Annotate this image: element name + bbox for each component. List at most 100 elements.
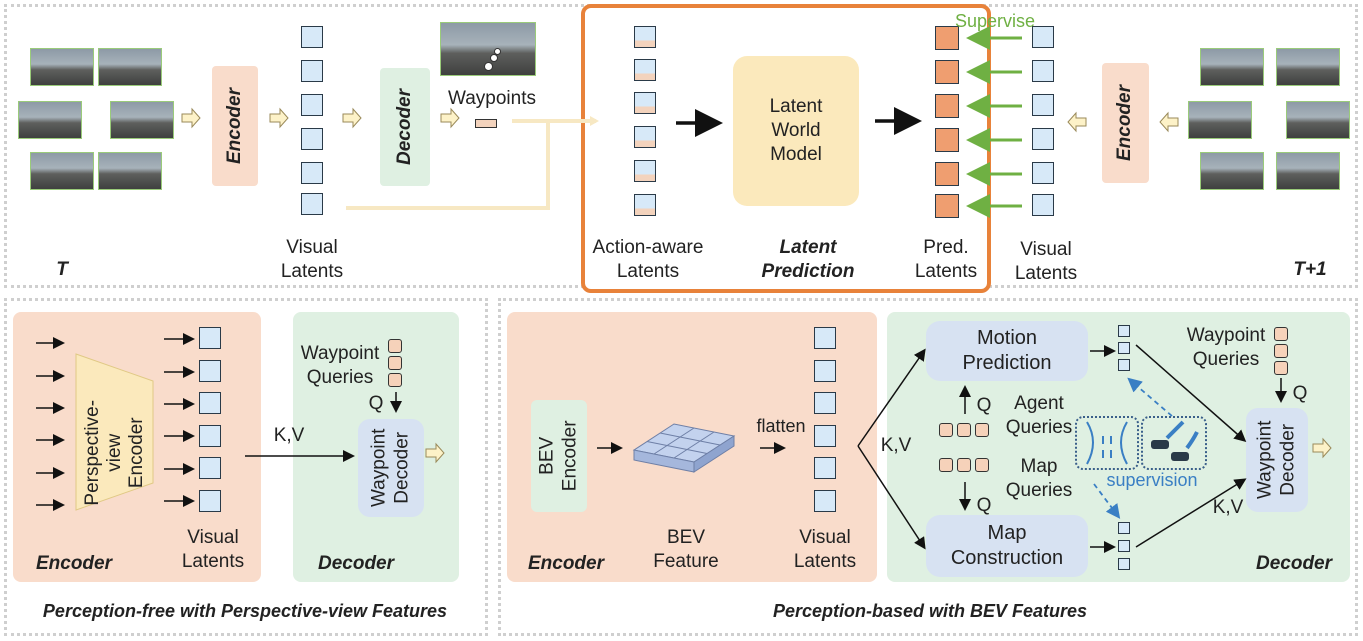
bev-feature-grid — [632, 423, 736, 473]
map-construction-block: Map Construction — [926, 515, 1088, 577]
kv-label: K,V — [1212, 497, 1244, 518]
visual-latent — [199, 457, 221, 479]
map-supervision-icon — [1075, 416, 1139, 470]
encoder-label: Encoder — [35, 553, 113, 574]
camera-image — [1276, 152, 1340, 190]
camera-image — [18, 101, 82, 139]
visual-latent — [199, 490, 221, 512]
camera-image — [1276, 48, 1340, 86]
t1-label: T+1 — [1293, 259, 1327, 280]
waypoint-query — [1274, 344, 1288, 358]
action-aware-latents-label: Action-aware Latents — [592, 237, 704, 282]
visual-latent — [814, 425, 836, 447]
visual-latent — [1032, 162, 1054, 184]
t-label: T — [56, 259, 68, 280]
pred-latent — [935, 26, 959, 50]
action-aware-latent — [634, 160, 656, 182]
bottom-right-caption: Perception-based with BEV Features — [772, 601, 1088, 621]
agent-queries-label: Agent Queries — [1005, 393, 1073, 438]
camera-image — [1200, 152, 1264, 190]
supervision-label: supervision — [1106, 470, 1198, 490]
encoder-right-block: Encoder — [1102, 63, 1149, 183]
waypoint-dot — [484, 62, 493, 71]
waypoint-query — [1274, 327, 1288, 341]
waypoint-query — [388, 339, 402, 353]
camera-image — [1200, 48, 1264, 86]
decoder-label: Decoder — [317, 553, 395, 574]
visual-latents-right-label: Visual Latents — [1014, 239, 1078, 284]
visual-latent — [301, 60, 323, 82]
visual-latents-label: Visual Latents — [280, 237, 344, 282]
encoder-label: Encoder — [527, 553, 605, 574]
visual-latent — [199, 392, 221, 414]
motion-output — [1118, 359, 1130, 371]
visual-latent — [199, 360, 221, 382]
visual-latent — [1032, 94, 1054, 116]
waypoint-dot — [490, 54, 498, 62]
motion-prediction-label: Motion Prediction — [962, 327, 1052, 374]
agent-query — [957, 423, 971, 437]
visual-latent — [301, 193, 323, 215]
visual-latent — [1032, 128, 1054, 150]
motion-prediction-block: Motion Prediction — [926, 321, 1088, 381]
encoder-right-label: Encoder — [1114, 84, 1136, 162]
camera-image — [1188, 101, 1252, 139]
agent-query — [975, 423, 989, 437]
visual-latents-label: Visual Latents — [181, 527, 245, 572]
waypoint-queries-label: Waypoint Queries — [300, 343, 380, 388]
bottom-right-panel-frame — [498, 298, 1358, 636]
waypoint-dot — [494, 48, 501, 55]
perspective-encoder-block — [75, 353, 154, 511]
decoder-label: Decoder — [1255, 553, 1333, 574]
q-label: Q — [1292, 383, 1308, 404]
action-aware-latent — [634, 59, 656, 81]
visual-latent — [814, 327, 836, 349]
latent-world-model-label: Latent World Model — [769, 96, 823, 165]
waypoint-query — [388, 356, 402, 370]
bev-encoder-label: BEV Encoder — [536, 420, 580, 492]
latent-world-model-block: Latent World Model — [733, 56, 859, 206]
pred-latent — [935, 194, 959, 218]
bottom-left-caption: Perception-free with Perspective-view Fe… — [42, 601, 448, 621]
waypoint-decoder-block: Waypoint Decoder — [358, 419, 424, 517]
pred-latents-label: Pred. Latents — [914, 237, 978, 282]
visual-latents-label: Visual Latents — [793, 527, 857, 572]
map-output — [1118, 558, 1130, 570]
pred-latent — [935, 94, 959, 118]
kv-label: K,V — [273, 425, 305, 446]
visual-latent — [1032, 60, 1054, 82]
motion-output — [1118, 325, 1130, 337]
waypoint-decoder-block: Waypoint Decoder — [1246, 408, 1308, 512]
visual-latent — [814, 392, 836, 414]
visual-latent — [301, 94, 323, 116]
waypoint-decoder-label: Waypoint Decoder — [368, 428, 412, 508]
waypoint-decoder-label: Waypoint Decoder — [1254, 420, 1298, 500]
map-output — [1118, 540, 1130, 552]
visual-latent — [301, 26, 323, 48]
camera-image — [110, 101, 174, 139]
q-label: Q — [976, 495, 992, 516]
waypoint-query — [388, 373, 402, 387]
map-queries-label: Map Queries — [1005, 456, 1073, 501]
action-aware-latent — [634, 126, 656, 148]
agent-supervision-icon — [1141, 416, 1207, 470]
waypoints-label: Waypoints — [448, 88, 536, 109]
motion-output — [1118, 342, 1130, 354]
visual-latent — [199, 425, 221, 447]
visual-latent — [814, 490, 836, 512]
visual-latent — [1032, 194, 1054, 216]
camera-image — [30, 48, 94, 86]
action-aware-latent — [634, 92, 656, 114]
map-query — [975, 458, 989, 472]
camera-image — [98, 152, 162, 190]
waypoint-token — [475, 119, 497, 128]
q-label: Q — [368, 393, 384, 414]
perspective-encoder-label: Perspective- view Encoder — [82, 399, 147, 506]
map-query — [939, 458, 953, 472]
camera-image — [30, 152, 94, 190]
visual-latent — [1032, 26, 1054, 48]
action-aware-latent — [634, 26, 656, 48]
visual-latent — [814, 360, 836, 382]
encoder-block: Encoder — [212, 66, 258, 186]
action-aware-latent — [634, 194, 656, 216]
